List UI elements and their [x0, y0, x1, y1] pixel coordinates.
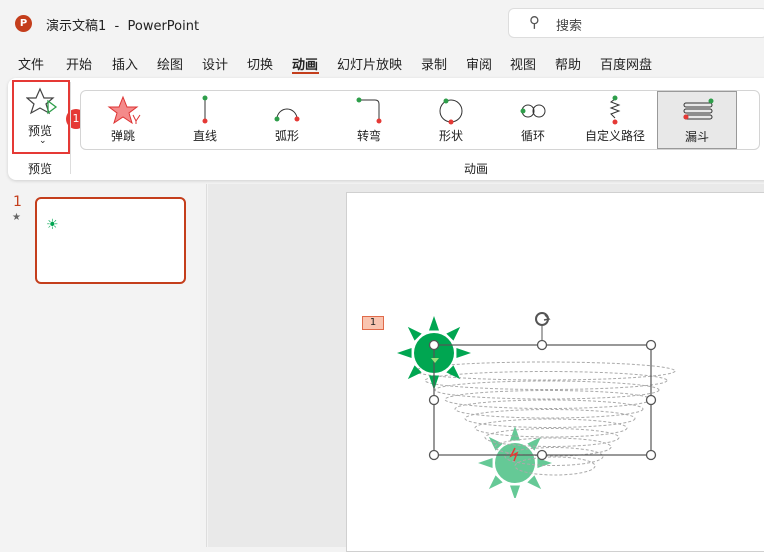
motion-path-icon	[520, 104, 546, 118]
gallery-item-label: 直线	[192, 129, 217, 143]
funnel-path-loop	[434, 380, 660, 400]
gallery-item-2[interactable]: 弧形	[247, 91, 327, 149]
tab-7[interactable]: 幻灯片放映	[337, 58, 403, 73]
tab-5[interactable]: 切换	[247, 58, 274, 73]
resize-handle[interactable]	[645, 339, 657, 351]
funnel-path-loop	[454, 399, 644, 419]
motion-path-icon	[683, 98, 714, 120]
motion-path-icon	[274, 108, 300, 122]
active-tab-underline	[292, 72, 319, 74]
gallery-item-label: 形状	[438, 129, 463, 143]
powerpoint-logo-icon: P	[15, 15, 32, 32]
motion-path-icon	[609, 95, 621, 125]
resize-handle[interactable]	[428, 394, 440, 406]
gallery-item-3[interactable]: 转弯	[329, 91, 409, 149]
gallery-item-label: 转弯	[356, 129, 381, 143]
funnel-path-loop	[504, 447, 604, 466]
funnel-path-loop	[424, 371, 668, 390]
tab-1[interactable]: 开始	[66, 58, 93, 73]
resize-handle[interactable]	[645, 449, 657, 461]
animation-order-tag[interactable]: 1	[362, 316, 384, 330]
gallery-item-label: 漏斗	[684, 130, 709, 144]
path-start-marker-icon	[431, 358, 439, 363]
slide-number: 1	[13, 194, 22, 210]
gallery-item-label: 自定义路径	[584, 129, 645, 143]
tab-12[interactable]: 百度网盘	[600, 58, 653, 73]
resize-handle[interactable]	[428, 339, 440, 351]
funnel-path-loop	[514, 456, 596, 476]
gallery-item-label: 循环	[520, 129, 545, 143]
funnel-path-loop	[494, 437, 612, 457]
funnel-path-drawing[interactable]	[387, 308, 717, 498]
gallery-item-label: 弧形	[274, 129, 299, 143]
gallery-item-4[interactable]: 形状	[411, 91, 491, 149]
tab-3[interactable]: 绘图	[157, 58, 184, 73]
motion-path-icon	[202, 95, 208, 124]
tab-8[interactable]: 录制	[421, 58, 448, 73]
slide-thumbnail[interactable]: ☀	[35, 197, 186, 284]
motion-path-icon	[107, 95, 141, 125]
gallery-item-label: 弹跳	[110, 129, 135, 143]
gallery-item-1[interactable]: 直线	[165, 91, 245, 149]
funnel-path-loop	[444, 390, 652, 409]
slide-canvas[interactable]: 1	[346, 192, 764, 552]
animation-star-icon: ★	[12, 212, 21, 223]
motion-path-icon	[356, 97, 382, 124]
slide-thumbnail-pane: 1 ★ ☀	[0, 184, 207, 547]
tab-0[interactable]: 文件	[18, 58, 45, 73]
gallery-item-0[interactable]: 弹跳	[83, 91, 163, 149]
motion-path-icon	[439, 98, 463, 125]
window-title: 演示文稿1 - PowerPoint	[46, 19, 200, 34]
group-label-preview: 预览	[28, 162, 53, 176]
star-play-icon	[26, 87, 58, 115]
chevron-down-icon: ⌄	[39, 136, 47, 146]
tab-6[interactable]: 动画	[292, 58, 319, 73]
path-end-marker-icon	[509, 447, 519, 462]
search-placeholder: 搜索	[556, 19, 583, 34]
animation-gallery: 弹跳 直线 弧形 转弯 形状 循环 自定义路径 漏斗	[80, 90, 760, 150]
gallery-item-6[interactable]: 自定义路径	[575, 91, 655, 149]
funnel-path-loop	[474, 418, 628, 438]
search-icon: ⚲	[529, 13, 540, 31]
gallery-item-7[interactable]: 漏斗	[657, 91, 737, 149]
preview-label: 预览	[28, 124, 53, 138]
search-input[interactable]: ⚲ 搜索	[508, 8, 764, 38]
group-label-animation: 动画	[464, 162, 489, 176]
gallery-item-5[interactable]: 循环	[493, 91, 573, 149]
resize-handle[interactable]	[536, 449, 548, 461]
tab-9[interactable]: 审阅	[466, 58, 493, 73]
tab-4[interactable]: 设计	[202, 58, 229, 73]
title-bar: P 演示文稿1 - PowerPoint ⚲ 搜索	[0, 0, 764, 46]
funnel-path-loop	[484, 428, 620, 447]
funnel-path-loop	[464, 409, 636, 428]
preview-button[interactable]: 预览 ⌄	[12, 80, 70, 154]
tab-11[interactable]: 帮助	[555, 58, 582, 73]
resize-handle[interactable]	[428, 449, 440, 461]
rotate-handle-icon[interactable]	[535, 312, 551, 326]
tab-2[interactable]: 插入	[112, 58, 139, 73]
sun-thumbnail-icon: ☀	[46, 217, 59, 233]
group-divider	[70, 82, 71, 174]
resize-handle[interactable]	[536, 339, 548, 351]
tab-10[interactable]: 视图	[510, 58, 537, 73]
sun-end-ghost[interactable]	[478, 426, 552, 498]
resize-handle[interactable]	[645, 394, 657, 406]
